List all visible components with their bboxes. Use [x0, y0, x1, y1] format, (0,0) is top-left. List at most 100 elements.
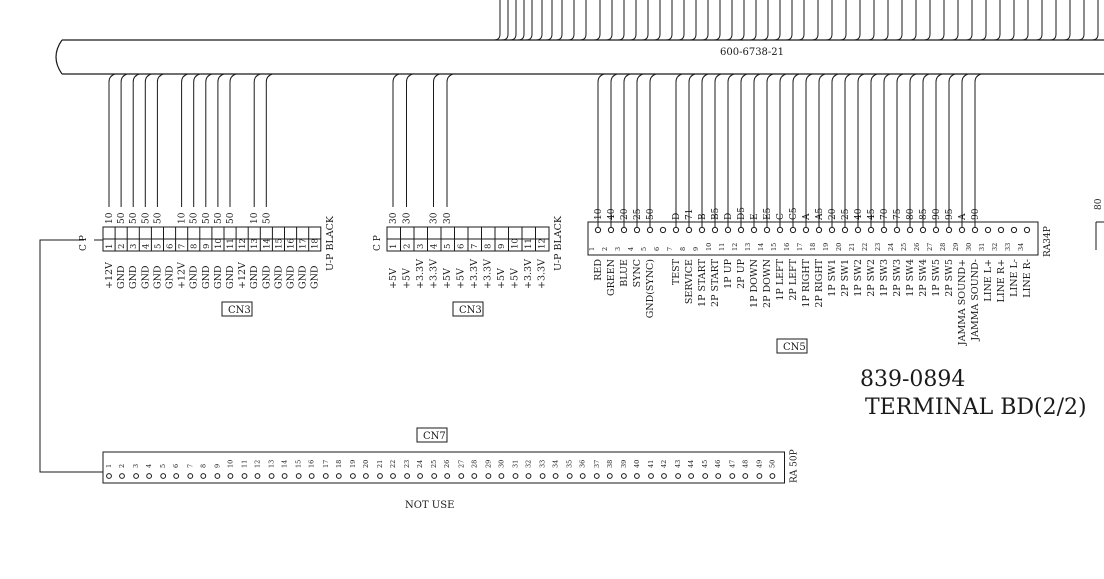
cn5-wire: [818, 73, 826, 227]
cn5-signal-label: 1P UP: [723, 258, 734, 288]
cn3a-signal-label: GND: [286, 265, 297, 289]
cn3b-signal-label: +3.3V: [537, 259, 548, 289]
cn5-pin-number: 33: [1004, 243, 1012, 251]
cn3a-pin-number: 16: [287, 238, 297, 249]
cn3a-pin-number: 6: [166, 244, 176, 249]
cn5-pin-contact: [815, 226, 823, 234]
cn7-pin-contact: [173, 473, 180, 479]
cn5-signal-label: 1P RIGHT: [801, 258, 812, 307]
cn7-note: NOT USE: [405, 500, 454, 511]
cn5-signal-label: BLUE: [619, 259, 630, 287]
incoming-wire: [535, 0, 543, 41]
incoming-wire: [993, 0, 1001, 41]
cn5-wire-code: A5: [815, 208, 825, 221]
cn5-wire: [961, 73, 969, 227]
cn3b-wire-code: 30: [443, 212, 453, 224]
cn5-signal-label: JAMMA SOUND-: [970, 259, 981, 342]
cn5-pin-contact: [971, 226, 979, 234]
edge-connector: [1095, 221, 1104, 250]
cn5-wire: [636, 73, 644, 227]
cn3b-wire: [446, 73, 454, 207]
cn5-wire: [740, 73, 748, 227]
cn5-pin-number: 20: [835, 243, 843, 251]
incoming-wire: [555, 0, 563, 41]
cn5-signal-label: TEST: [671, 258, 682, 285]
cn5-pin-contact: [867, 226, 875, 234]
cn7-pin-contact: [281, 473, 288, 479]
cn5-pin-number: 2: [601, 247, 609, 251]
cn7-pin-number: 31: [512, 460, 520, 468]
cn3b-signal-label: +3.3V: [483, 259, 494, 289]
cn7-pin-contact: [444, 473, 451, 479]
cn3b-wire-code: 30: [389, 212, 399, 224]
cn3b-label-box: [452, 301, 484, 317]
cn3a-wire-code: 50: [117, 212, 127, 224]
cn7-pin-contact: [350, 473, 356, 479]
incoming-wire: [937, 0, 945, 41]
incoming-wire: [761, 0, 769, 41]
cn7-pin-contact: [485, 473, 492, 479]
cn7-pin-contact: [363, 473, 369, 479]
cn5-wire: [714, 73, 722, 227]
cn7-pin-number: 24: [416, 460, 424, 468]
cn7-pin-number: 1: [105, 464, 113, 468]
cn5-pin-contact: [594, 226, 602, 234]
cn5-pin-number: 15: [770, 243, 778, 251]
cn5-pin-contact: [659, 226, 667, 234]
cn7-body: [102, 451, 785, 484]
cn3b-signal-label: +3.3V: [469, 259, 480, 289]
cn5-signal-label: 2P DOWN: [762, 259, 773, 308]
cn5-pin-contact: [958, 226, 966, 234]
cn3a-wire-code: 10: [250, 212, 260, 224]
edge-code: 80: [1094, 198, 1104, 210]
incoming-wire: [677, 0, 685, 41]
cn5-wire-code: 95: [945, 208, 955, 220]
cn7-pin-contact: [593, 473, 600, 479]
cn5-wire-code: 40: [854, 208, 864, 220]
cn5-pin-number: 24: [887, 243, 895, 251]
cn5-wire-code: E5: [763, 207, 773, 220]
cn5-wire: [857, 73, 865, 227]
cn7-pin-number: 42: [660, 460, 668, 468]
cn3b-note: U-P BLACK: [553, 215, 564, 271]
cn5-pin-number: 27: [926, 243, 934, 251]
cn3a-wire-code: 50: [129, 212, 139, 224]
cn3a-pin-number: 13: [250, 238, 260, 249]
cn7-pin-number: 29: [484, 460, 492, 468]
incoming-wire: [545, 0, 553, 41]
cn7-pin-contact: [227, 473, 234, 479]
cn5-pin-number: 17: [796, 243, 804, 251]
cn3a-signal-label: +12V: [237, 262, 248, 289]
cn3b-pin-number: 12: [538, 238, 548, 249]
cn7-pin-number: 48: [741, 460, 749, 468]
cn3a-signal-label: GND: [273, 265, 284, 289]
cn7-pin-number: 26: [443, 460, 451, 468]
incoming-wire: [605, 0, 613, 41]
cn5-signal-label: 1P DOWN: [749, 259, 760, 308]
cn3b-pin-number: 11: [524, 238, 534, 249]
incoming-wire: [517, 0, 525, 41]
cn7-pin-contact: [308, 473, 315, 479]
cn5-signal-label: 2P START: [710, 258, 721, 307]
cn3a-wire: [132, 73, 140, 207]
cn5-pin-number: 5: [640, 247, 648, 251]
cn7-pin-contact: [648, 473, 654, 479]
cn5-wire-code: 25: [633, 208, 643, 220]
cn5-wire: [922, 73, 930, 227]
cn5-wire: [597, 73, 605, 227]
incoming-wire: [867, 0, 875, 41]
cn3b-pin-number: 2: [403, 244, 413, 249]
cn3a-signal-label: GND: [213, 265, 224, 289]
cn3a-wire: [181, 73, 188, 207]
cn7-pin-contact: [431, 473, 438, 479]
cn5-wire-code: B5: [711, 207, 721, 220]
cn5-pin-number: 8: [679, 247, 687, 251]
cn7-pin-contact: [539, 473, 546, 479]
cn5-pin-number: 11: [718, 243, 726, 251]
cn5-pin-count: RA34P: [1043, 226, 1053, 257]
cn5-pin-contact: [880, 226, 888, 234]
cn3a-pin-number: 9: [202, 244, 212, 249]
incoming-wire: [641, 0, 649, 41]
cn3b-pin-number: 6: [457, 244, 467, 249]
cn7-pin-contact: [661, 473, 667, 479]
